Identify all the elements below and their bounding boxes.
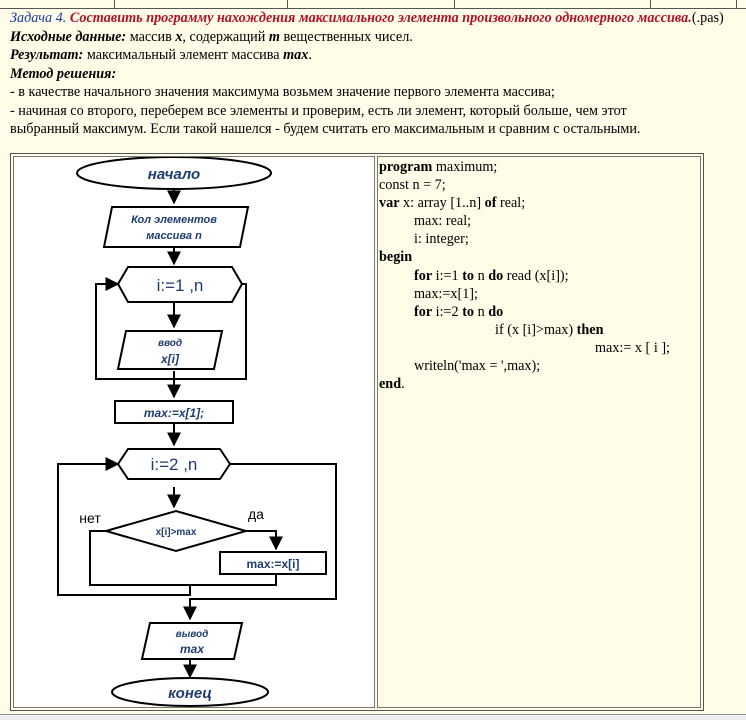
loop-1-label: i:=1 ,n xyxy=(157,276,204,295)
input-count-block xyxy=(102,206,250,248)
end-terminator xyxy=(111,677,269,707)
code-line: writeln('max = ',max); xyxy=(414,358,541,375)
table-top-edge xyxy=(0,0,746,9)
read-label: x[i] xyxy=(160,352,180,366)
task-number: Задача 4. xyxy=(10,10,67,26)
task-description: Задача 4. Составить программу нахождения… xyxy=(10,9,740,139)
result-line: Результат: максимальный элемент массива … xyxy=(10,46,740,65)
read-block xyxy=(116,330,224,370)
condition-block xyxy=(102,509,250,553)
task-heading: Задача 4. Составить программу нахождения… xyxy=(10,9,740,28)
solution-table: начало Кол элементов массива n i:=1 ,n в… xyxy=(10,153,704,711)
method-label: Метод решения: xyxy=(10,65,117,82)
code-line: var x: array [1..n] of real; xyxy=(379,195,526,212)
loop-2-block xyxy=(116,448,232,480)
input-text: , содержащий xyxy=(182,28,266,45)
input-label: Исходные данные: xyxy=(10,28,127,45)
start-label: начало xyxy=(148,166,200,183)
code-line: begin xyxy=(379,249,413,266)
loop-1-block xyxy=(116,266,244,303)
update-max-block xyxy=(219,551,327,575)
end-label: конец xyxy=(168,685,212,702)
input-var-x: x xyxy=(175,28,183,45)
output-label: вывод xyxy=(176,629,209,640)
result-text: максимальный элемент массива xyxy=(86,47,280,63)
output-label: max xyxy=(180,642,205,656)
input-count-label: массива n xyxy=(146,230,202,242)
no-label: нет xyxy=(79,510,101,526)
method-line: - в качестве начального значения максиму… xyxy=(10,84,555,100)
code-line: const n = 7; xyxy=(379,177,446,194)
code-line: for i:=1 to n do read (x[i]); xyxy=(414,267,569,284)
start-terminator xyxy=(76,156,272,190)
update-max-label: max:=x[i] xyxy=(246,557,299,571)
task-title: Составить программу нахождения максималь… xyxy=(69,10,692,26)
code-line: max: real; xyxy=(414,213,472,230)
code-line: if (x [i]>max) then xyxy=(495,321,604,338)
table-divider xyxy=(736,0,737,8)
read-label: ввод xyxy=(158,338,182,349)
result-var: max xyxy=(283,47,309,63)
table-divider xyxy=(454,0,455,8)
assign-max-block xyxy=(114,400,234,424)
input-text: массив xyxy=(129,28,172,45)
flowchart: начало Кол элементов массива n i:=1 ,n в… xyxy=(57,156,337,707)
code-line: max:= x [ i ]; xyxy=(595,339,670,356)
assign-max-label: max:=x[1]; xyxy=(144,406,204,420)
loop-2-label: i:=2 ,n xyxy=(151,455,198,474)
output-block xyxy=(140,622,244,660)
result-tail: . xyxy=(308,47,312,63)
code-line: for i:=2 to n do xyxy=(414,303,504,320)
code-cell xyxy=(377,156,701,708)
file-extension: (.pas) xyxy=(691,10,724,26)
input-count-label: Кол элементов xyxy=(131,214,217,226)
input-var-m: m xyxy=(268,28,280,45)
code-line: end. xyxy=(379,376,405,393)
result-label: Результат: xyxy=(10,47,84,63)
method-line: выбранный максимум. Если такой нашелся -… xyxy=(10,121,641,137)
table-divider xyxy=(114,0,115,8)
condition-label: x[i]>max xyxy=(156,527,197,538)
code-line: program maximum; xyxy=(379,159,498,175)
code-line: max:=x[1]; xyxy=(414,285,478,302)
input-data-line: Исходные данные: массив x, содержащий m … xyxy=(10,28,740,47)
table-divider xyxy=(650,0,651,8)
flowchart-cell: начало Кол элементов массива n i:=1 ,n в… xyxy=(13,156,375,708)
code-line: i: integer; xyxy=(414,231,469,248)
page-bottom-edge xyxy=(0,714,746,720)
method-line: - начиная со второго, переберем все элем… xyxy=(10,102,627,119)
yes-label: да xyxy=(248,506,264,522)
pascal-code: program maximum; const n = 7; var x: arr… xyxy=(379,158,670,393)
table-divider xyxy=(287,0,288,8)
input-text: вещественных чисел. xyxy=(283,28,413,45)
